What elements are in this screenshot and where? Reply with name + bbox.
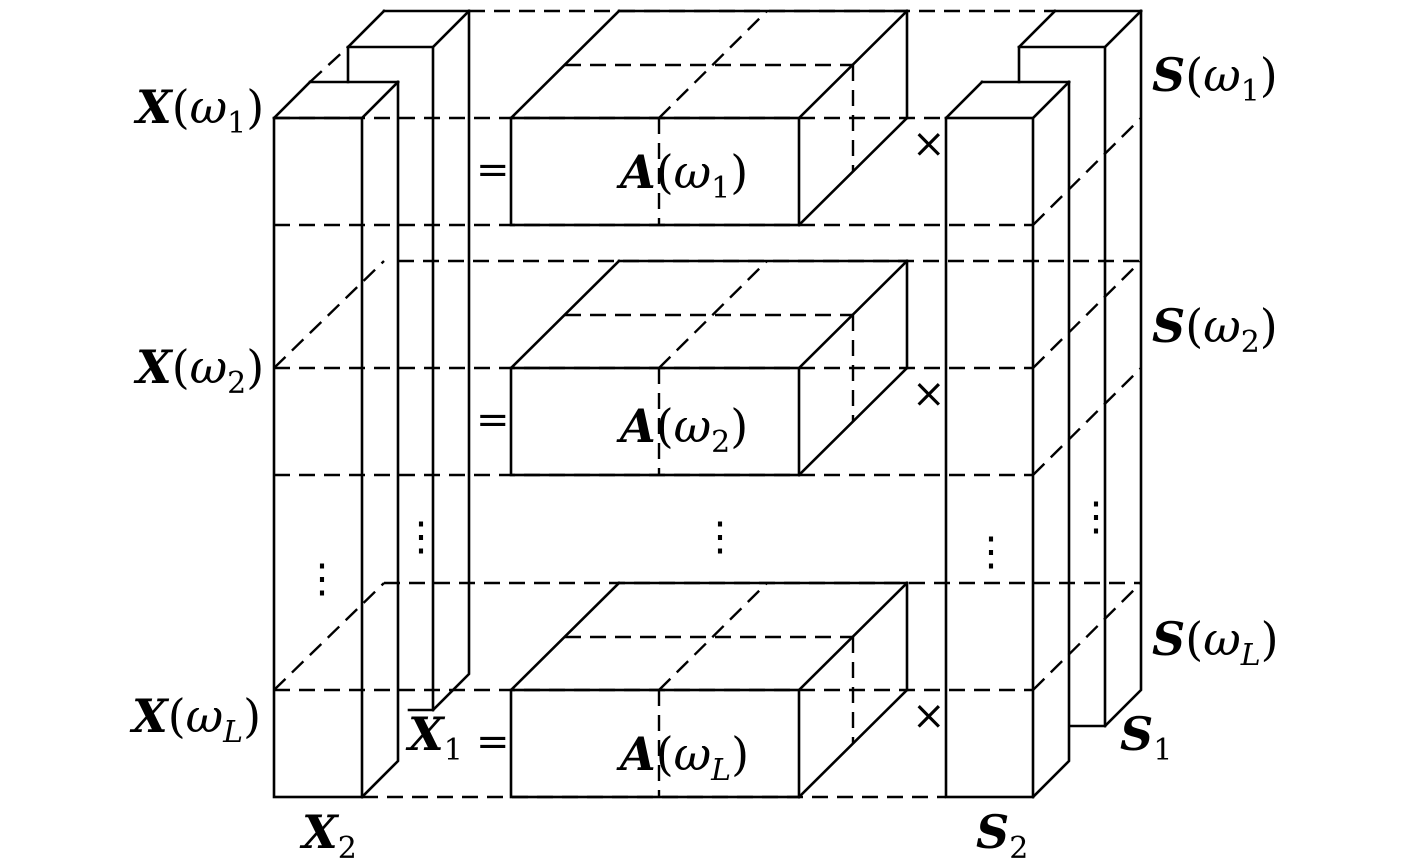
- a-block-2: [509, 259, 909, 477]
- times-sign-2: ×: [912, 371, 946, 417]
- s-omega-1-label: S(ω1): [1152, 48, 1278, 109]
- x-omega-L-label: X(ωL): [129, 689, 261, 750]
- vertical-dots: ⋮ ⋮ ⋮ ⋮ ⋮: [302, 494, 1116, 602]
- vdots-s2: ⋮: [971, 529, 1011, 575]
- x-tensor: [272, 9, 471, 799]
- operators: = = = × × ×: [476, 121, 946, 765]
- x1-label: X1: [405, 707, 463, 768]
- x2-label: X2: [299, 805, 357, 866]
- equals-sign-1: =: [476, 147, 510, 193]
- s-tensor: [944, 9, 1143, 799]
- s1-label: S1: [1120, 707, 1172, 768]
- a-omega-1-label: A(ω1): [616, 145, 748, 206]
- a-omega-2-label: A(ω2): [616, 399, 748, 460]
- equals-sign-L: =: [476, 719, 510, 765]
- a-omega-L-label: A(ωL): [616, 727, 749, 788]
- x-omega-1-label: X(ω1): [133, 80, 264, 141]
- vdots-s1: ⋮: [1076, 494, 1116, 540]
- a-block-1: [509, 9, 909, 227]
- a-block-L: [509, 581, 909, 799]
- vdots-a: ⋮: [700, 514, 740, 560]
- s-omega-L-label: S(ωL): [1152, 612, 1279, 673]
- s-omega-2-label: S(ω2): [1152, 299, 1278, 360]
- times-sign-L: ×: [912, 693, 946, 739]
- s2-label: S2: [976, 805, 1028, 866]
- x-omega-2-label: X(ω2): [133, 340, 264, 401]
- equals-sign-2: =: [476, 397, 510, 443]
- vdots-x2: ⋮: [302, 556, 342, 602]
- vdots-x1: ⋮: [401, 514, 441, 560]
- times-sign-1: ×: [912, 121, 946, 167]
